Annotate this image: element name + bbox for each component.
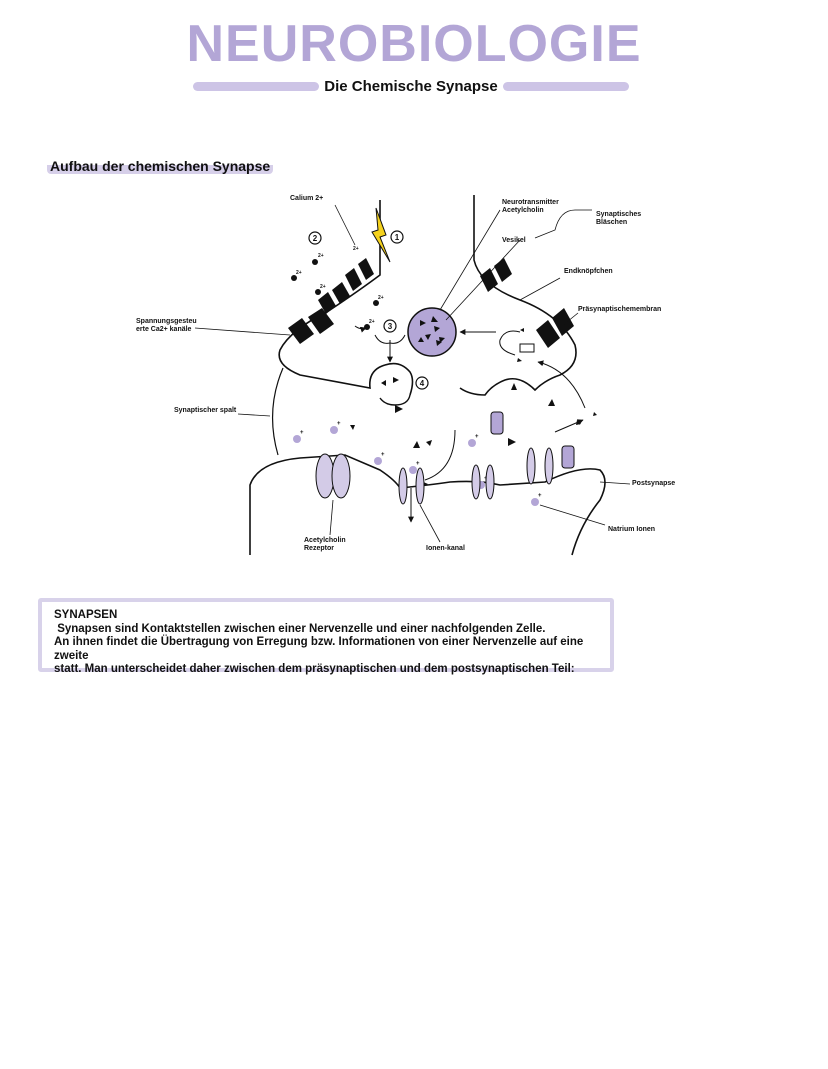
label-synaptic-cleft: Synaptischer spalt xyxy=(174,407,237,414)
ca-channel xyxy=(288,308,334,344)
svg-text:2: 2 xyxy=(313,234,318,243)
ca-channel xyxy=(318,282,350,314)
ca-channel xyxy=(345,258,374,291)
info-line-2: An ihnen findet die Übertragung von Erre… xyxy=(54,636,584,662)
ca-channel xyxy=(480,258,512,292)
ion-channel xyxy=(471,464,495,500)
synaptic-cleft-bracket xyxy=(271,367,284,456)
release-arrow xyxy=(554,419,584,433)
subtitle-row: Die Chemische Synapse xyxy=(193,76,630,96)
label-ion-channel: Ionen-kanal xyxy=(426,545,465,552)
label-sodium-ions: Natrium Ionen xyxy=(608,526,655,533)
label-receptor-1: Acetylcholin xyxy=(304,537,346,544)
synaptic-vesicle xyxy=(407,307,457,357)
label-end-bulb: Endknöpfchen xyxy=(564,268,613,275)
transporter-box xyxy=(519,343,535,353)
label-ca-channels-2: erte Ca2+ kanäle xyxy=(136,326,192,333)
label-presynaptic-membrane: Präsynaptischemembran xyxy=(578,306,661,313)
enzyme-box xyxy=(490,411,504,435)
ion-channel xyxy=(398,467,425,505)
ca-influx-arrow xyxy=(354,325,367,333)
label-neurotransmitter-2: Acetylcholin xyxy=(502,207,544,214)
label-synaptic-vesicle-1: Synaptisches xyxy=(596,211,641,218)
enzyme-box xyxy=(561,445,575,469)
subtitle-bar-left xyxy=(193,81,320,91)
step-marker-4: 4 xyxy=(415,376,429,390)
membrane-fork xyxy=(374,334,406,344)
nt-diffusion-arrow xyxy=(424,429,456,481)
leader-lines xyxy=(194,204,631,543)
info-line-1: Synapsen sind Kontaktstellen zwischen ei… xyxy=(54,622,546,635)
lightning-icon xyxy=(371,207,391,263)
recycle-loop xyxy=(499,330,521,356)
postsynaptic-membrane xyxy=(249,454,606,556)
svg-text:+: + xyxy=(381,452,385,458)
page-subtitle: Die Chemische Synapse xyxy=(324,77,498,95)
page-title: NEUROBIOLOGIE xyxy=(186,15,642,73)
svg-text:2+: 2+ xyxy=(318,253,324,259)
info-line-3: statt. Man unterscheidet daher zwischen … xyxy=(54,663,575,675)
recycle-nt xyxy=(517,328,524,362)
svg-text:2+: 2+ xyxy=(296,270,302,276)
ion-channel xyxy=(526,447,554,485)
calcium-ions xyxy=(291,259,379,330)
acetylcholin-receptor xyxy=(315,453,351,499)
svg-text:+: + xyxy=(416,461,420,467)
synapse-diagram: 1 2 3 4 2+ 2+ 2+ 2+ 2+ 2+ xyxy=(136,195,675,556)
svg-text:2+: 2+ xyxy=(353,246,359,252)
synapse-info-box: SYNAPSEN Synapsen sind Kontaktstellen zw… xyxy=(38,598,614,675)
label-vesicle: Vesikel xyxy=(502,237,526,244)
svg-text:2+: 2+ xyxy=(369,319,375,325)
svg-text:+: + xyxy=(475,434,479,440)
presynaptic-membrane-right xyxy=(459,195,577,396)
svg-text:3: 3 xyxy=(388,322,393,331)
ca-channel xyxy=(536,308,574,348)
info-heading: SYNAPSEN xyxy=(54,609,118,621)
svg-text:+: + xyxy=(538,493,542,499)
label-synaptic-vesicle-2: Bläschen xyxy=(596,219,627,226)
cleft-inner-edge xyxy=(379,394,411,406)
label-receptor-2: Rezeptor xyxy=(304,545,334,552)
reuptake-arrow xyxy=(537,360,586,409)
svg-text:2+: 2+ xyxy=(378,295,384,301)
label-ca-channels-1: Spannungsgesteu xyxy=(136,318,197,325)
section-title: Aufbau der chemischen Synapse xyxy=(47,158,274,174)
calcium-charge-labels: 2+ 2+ 2+ 2+ 2+ 2+ xyxy=(296,246,384,325)
label-calcium: Calium 2+ xyxy=(290,195,323,202)
svg-text:4: 4 xyxy=(420,379,425,388)
step-marker-1: 1 xyxy=(390,230,404,244)
subtitle-bar-right xyxy=(502,81,630,91)
step-marker-3: 3 xyxy=(383,319,397,333)
fused-vesicle xyxy=(381,377,399,386)
label-postsynapse: Postsynapse xyxy=(632,480,675,487)
svg-text:+: + xyxy=(337,421,341,427)
label-neurotransmitter-1: Neurotransmitter xyxy=(502,199,559,206)
svg-text:2+: 2+ xyxy=(320,284,326,290)
svg-text:1: 1 xyxy=(395,233,400,242)
svg-text:+: + xyxy=(300,430,304,436)
step-marker-2: 2 xyxy=(308,231,322,245)
